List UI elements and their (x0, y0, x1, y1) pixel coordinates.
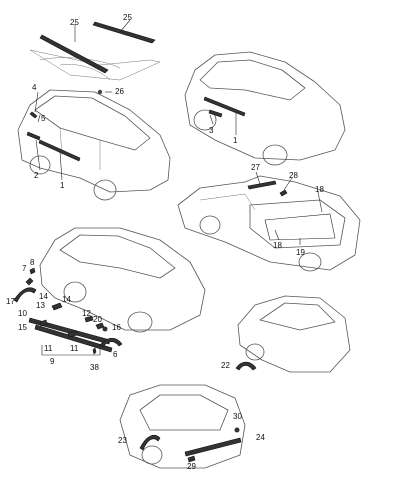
label-18-b: 18 (273, 241, 282, 250)
label-18-a: 18 (315, 185, 324, 194)
label-1-b: 1 (233, 136, 238, 145)
body-molding-right-1 (203, 96, 246, 117)
arch-17 (13, 287, 37, 303)
bed-seal-18 (264, 213, 336, 241)
label-13: 13 (36, 301, 45, 310)
clip-11 (67, 330, 78, 338)
label-29: 29 (187, 462, 196, 471)
label-25-a: 25 (70, 18, 79, 27)
clip-30 (234, 427, 240, 433)
label-24: 24 (256, 433, 265, 442)
label-27: 27 (251, 163, 260, 172)
label-11-a: 11 (44, 344, 53, 353)
label-9: 9 (50, 357, 55, 366)
roof-rail-right (92, 21, 156, 44)
label-4: 4 (32, 83, 37, 92)
roof-rails-group (29, 21, 161, 95)
clip-7 (25, 277, 34, 286)
car-hatch-left (17, 89, 171, 201)
clip-28 (279, 189, 288, 197)
label-23: 23 (118, 436, 127, 445)
label-14-a: 14 (39, 292, 48, 301)
clip-38 (92, 347, 97, 355)
label-25-b: 25 (123, 13, 132, 22)
arch-23 (139, 435, 161, 451)
label-30: 30 (233, 412, 242, 421)
label-10: 10 (18, 309, 27, 318)
grommet-16 (102, 326, 108, 332)
car-hatch-lower (39, 227, 206, 333)
door-trim-right-3 (208, 109, 223, 118)
clip-14 (51, 302, 63, 311)
roof-rail-left (39, 34, 109, 74)
label-12: 12 (82, 309, 91, 318)
car-sedan (235, 295, 351, 373)
label-20: 20 (93, 315, 102, 324)
label-15: 15 (18, 323, 27, 332)
label-38: 38 (90, 363, 99, 372)
label-8: 8 (30, 258, 35, 267)
label-17: 17 (6, 297, 15, 306)
clip-29 (187, 455, 196, 463)
body-molding-1 (38, 139, 81, 162)
label-6: 6 (113, 350, 118, 359)
label-16: 16 (112, 323, 121, 332)
parts-cluster (13, 267, 123, 356)
sill-13 (34, 324, 113, 353)
label-19: 19 (296, 248, 305, 257)
label-7: 7 (22, 264, 27, 273)
label-14-b: 14 (62, 295, 71, 304)
label-5: 5 (41, 114, 46, 123)
leader-lines (34, 19, 323, 245)
car-pickup (177, 175, 361, 272)
roof-strip-27 (247, 180, 277, 190)
clip-15 (39, 319, 48, 327)
label-28: 28 (289, 171, 298, 180)
clip-8 (29, 267, 36, 275)
label-1-a: 1 (60, 181, 65, 190)
label-3: 3 (209, 126, 214, 135)
rail-clip (97, 89, 103, 95)
label-2: 2 (34, 171, 39, 180)
label-11-b: 11 (70, 344, 79, 353)
sill-10 (28, 317, 111, 345)
clip-12 (84, 315, 94, 323)
car-rear (119, 384, 246, 469)
clip-4 (29, 111, 38, 119)
label-22: 22 (221, 361, 230, 370)
arch-22 (235, 361, 257, 371)
car-hatch-right (184, 51, 346, 166)
door-trim-2 (26, 131, 41, 141)
arch-6 (99, 337, 123, 348)
label-26: 26 (115, 87, 124, 96)
bumper-strip-24 (184, 437, 242, 457)
